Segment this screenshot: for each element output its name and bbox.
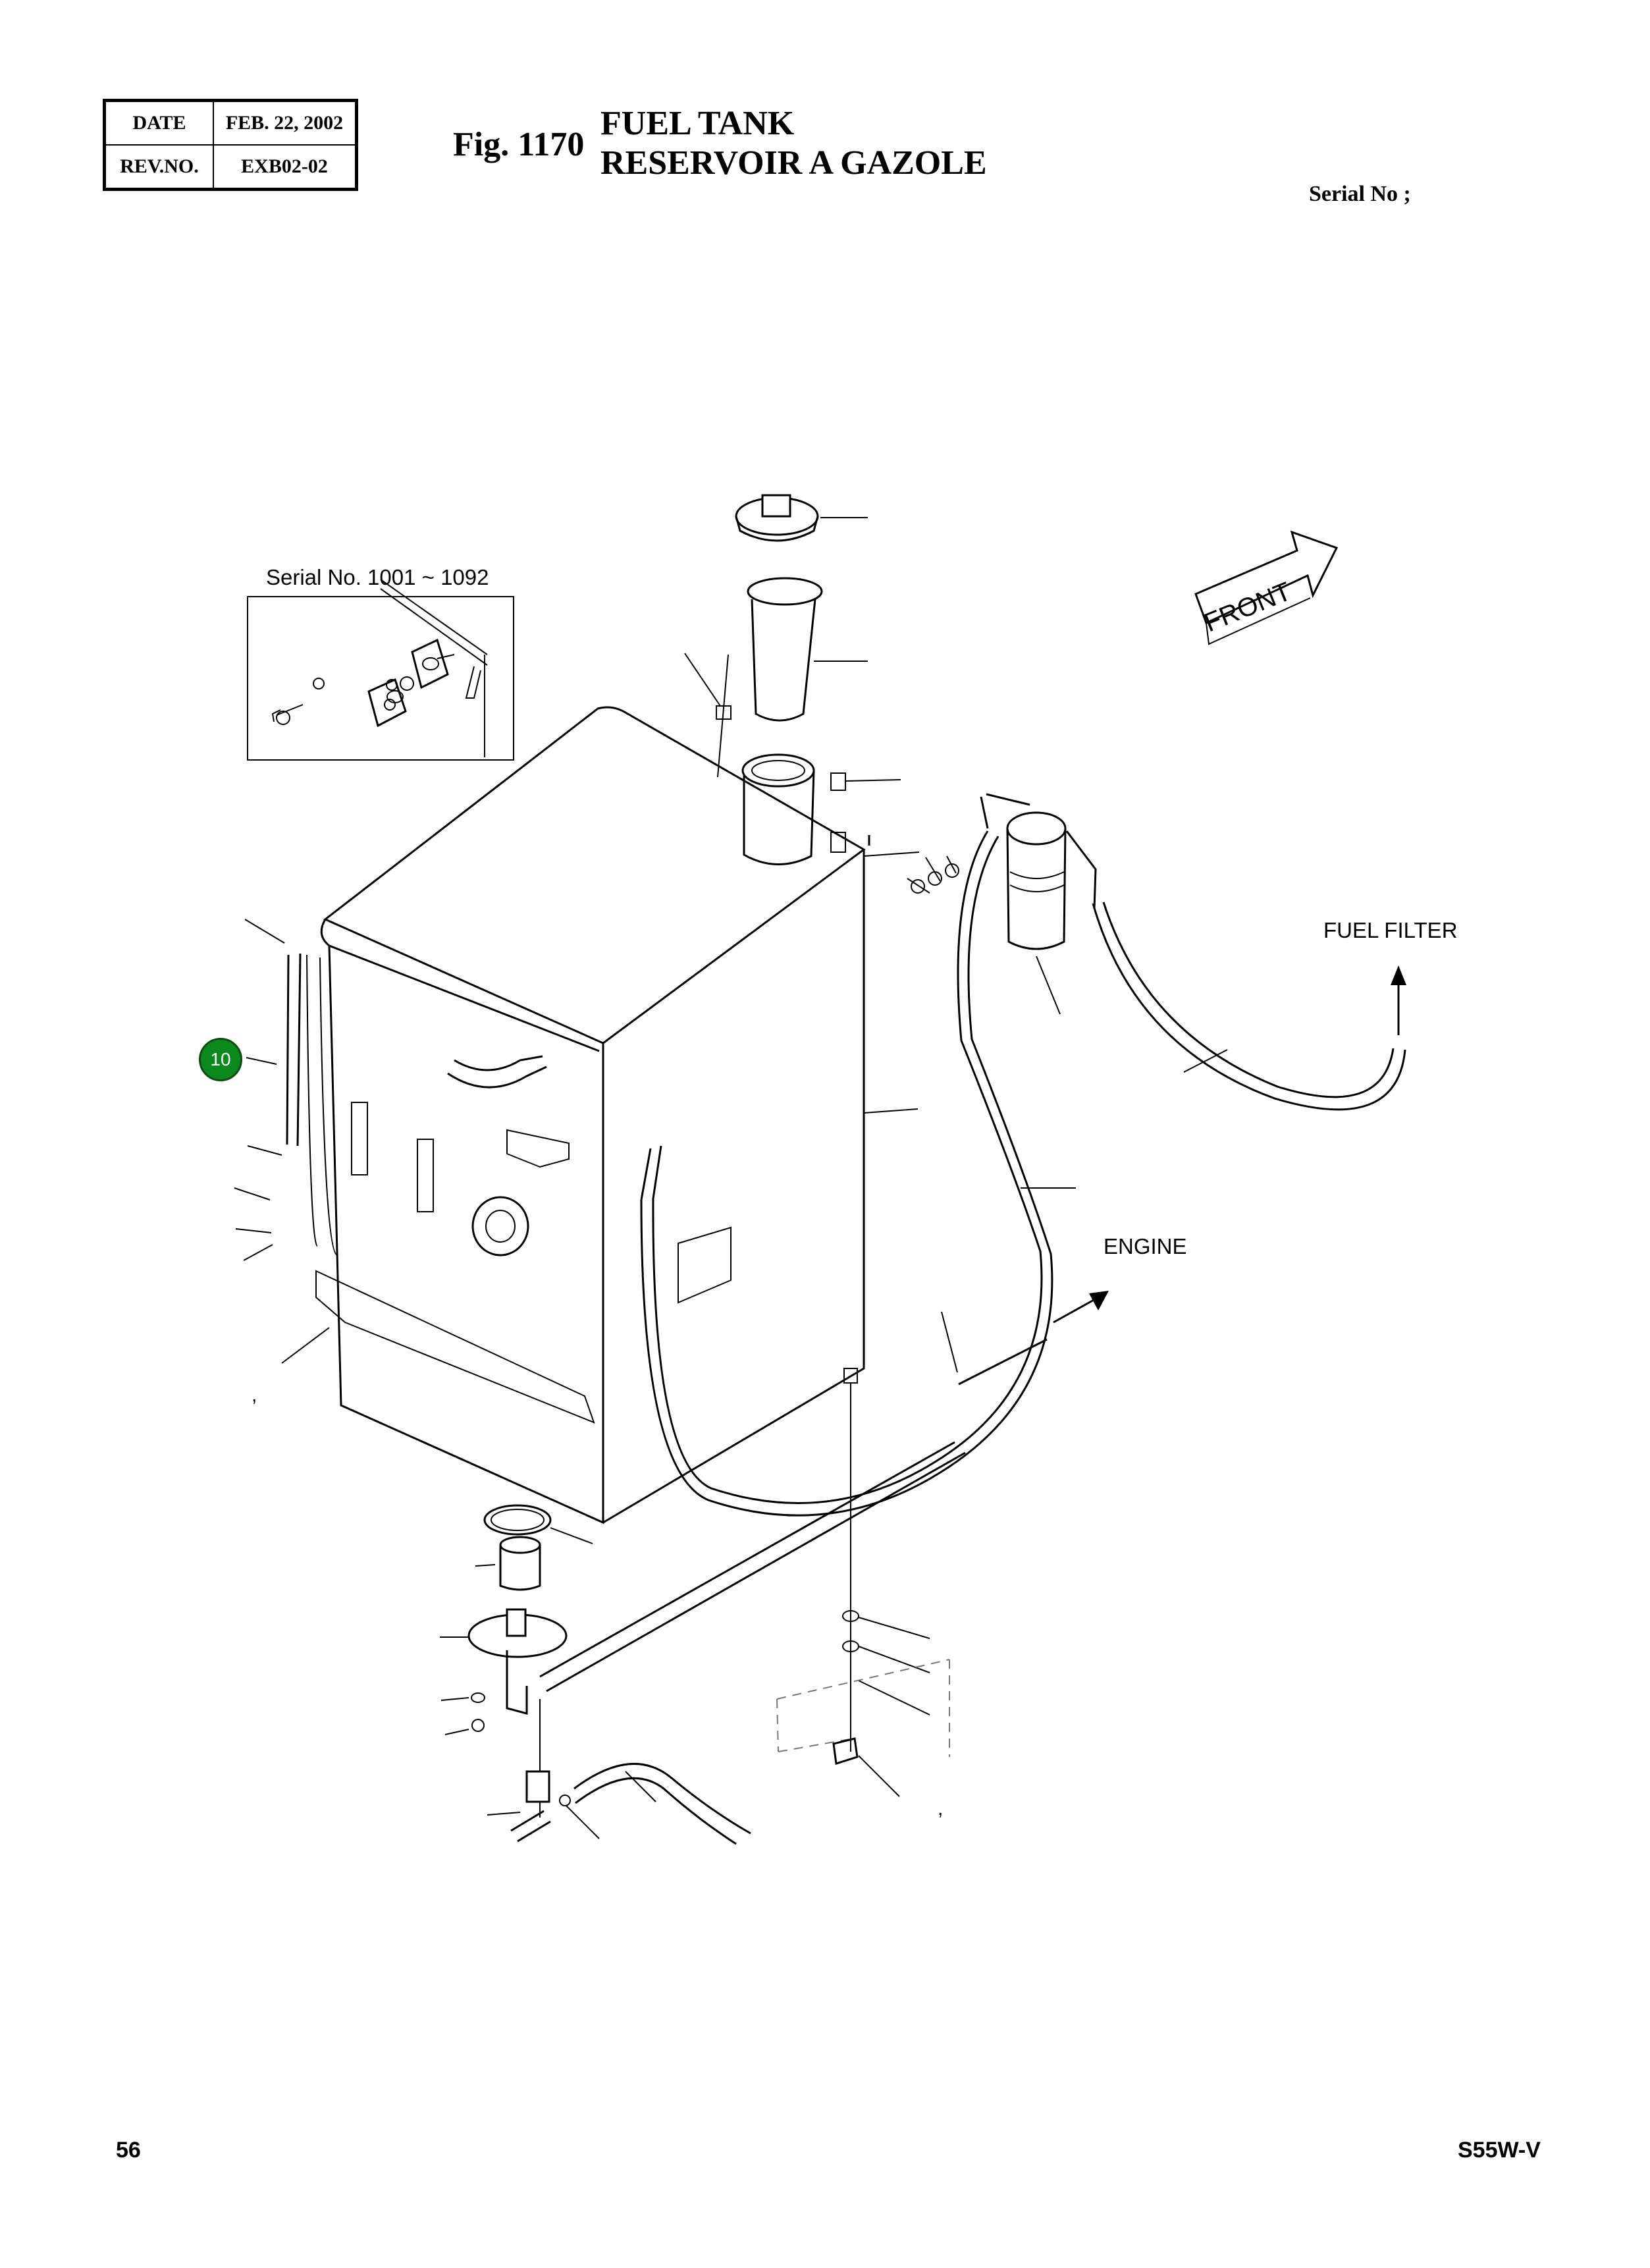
fuel-filter-label: FUEL FILTER <box>1323 918 1458 942</box>
engine-hose-end <box>958 1338 1048 1386</box>
front-arrow <box>1194 530 1339 645</box>
drain-assembly <box>440 1441 966 1845</box>
left-vent-hose <box>234 919 338 1364</box>
revision-value: EXB02-02 <box>213 144 358 190</box>
date-value: FEB. 22, 2002 <box>213 99 358 146</box>
filler-strainer <box>747 577 868 722</box>
page-number: 56 <box>116 2138 141 2163</box>
model-number: S55W-V <box>1458 2138 1541 2163</box>
fuel-filter <box>907 793 1097 1015</box>
date-label: DATE <box>103 99 214 146</box>
serial-detail-box <box>247 596 514 761</box>
fuel-tank-body <box>320 706 920 1525</box>
page-title: FUEL TANK <box>600 105 795 142</box>
stray-mark-right: , <box>938 1798 943 1820</box>
engine-label: ENGINE <box>1104 1234 1187 1258</box>
revision-info-table: DATE FEB. 22, 2002 REV.NO. EXB02-02 <box>103 99 358 191</box>
part-callout-10[interactable]: 10 <box>199 1038 242 1081</box>
revision-label: REV.NO. <box>103 144 214 190</box>
detail-flange-parts <box>271 579 488 757</box>
figure-number: Fig. 1170 <box>453 126 585 163</box>
fuel-cap <box>735 494 868 542</box>
tank-side-fittings <box>315 1055 732 1424</box>
detail-box-label: Serial No. 1001 ~ 1092 <box>266 565 489 589</box>
page-title-french: RESERVOIR A GAZOLE <box>600 144 987 182</box>
fuel-filter-arrowhead <box>1391 965 1406 985</box>
bracket-assembly <box>776 1368 950 1797</box>
filler-neck <box>684 653 901 865</box>
fuel-hoses <box>640 830 1406 1517</box>
stray-mark-left: , <box>252 1384 257 1406</box>
serial-number-label: Serial No ; <box>1309 182 1411 206</box>
engine-arrowhead <box>1089 1291 1109 1310</box>
